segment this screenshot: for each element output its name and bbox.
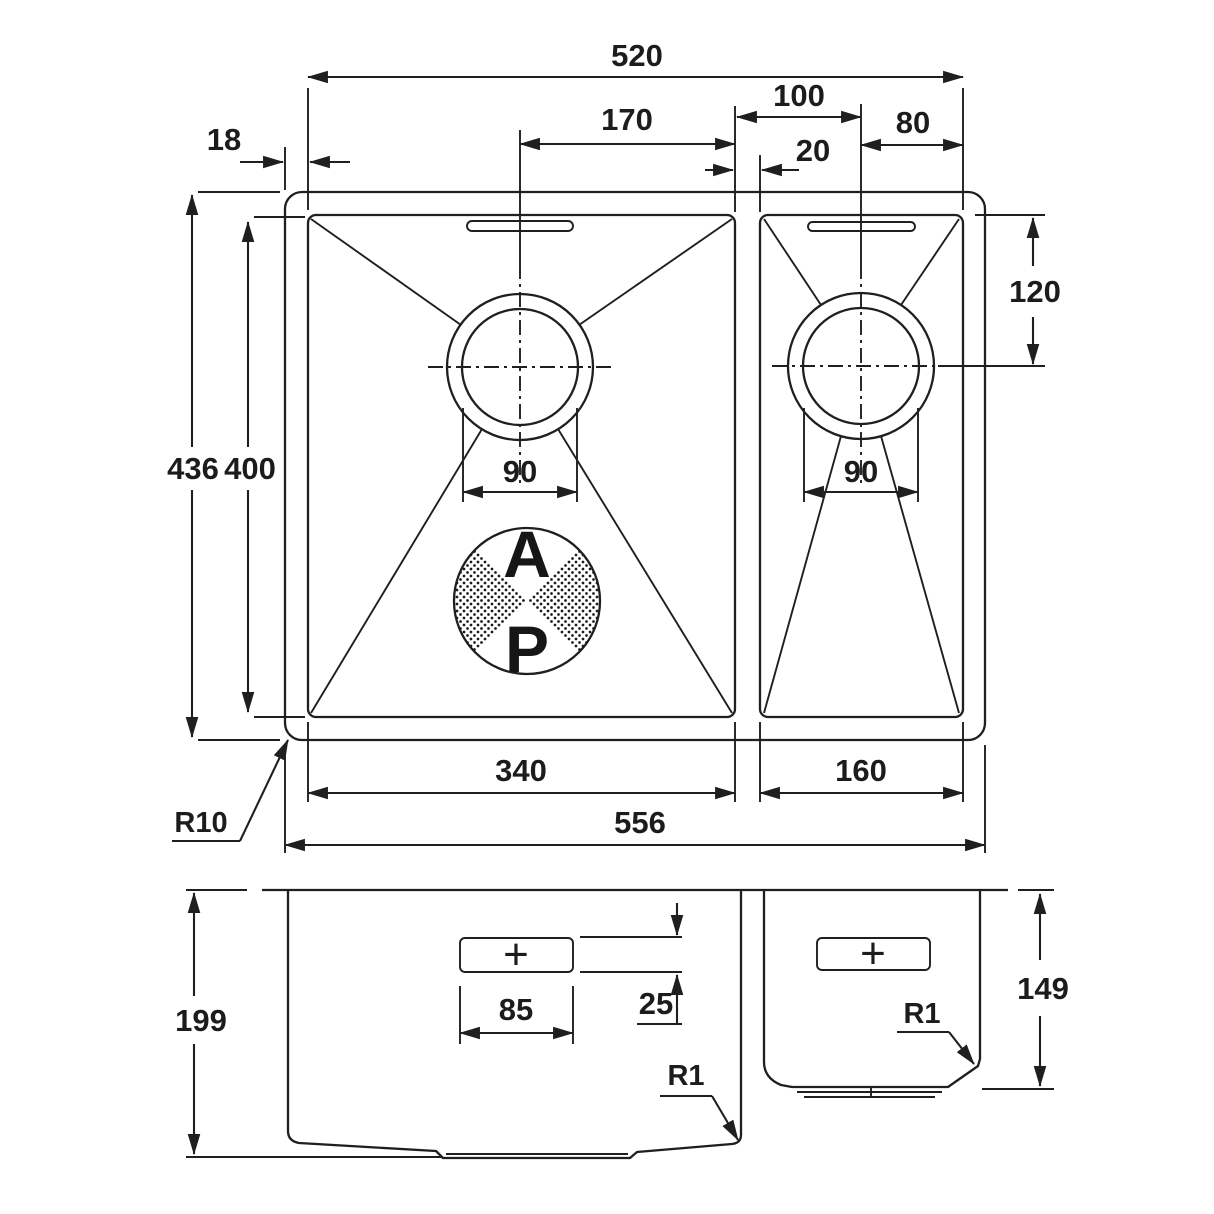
section-view-dimensions: 199 85 25 149 R1 R1 [175,891,1069,1158]
small-bowl-profile-outline [762,890,982,1089]
ap-logo-letter-p: P [505,612,549,686]
dim-80-label: 80 [896,105,930,140]
dim-25-label: 25 [639,986,673,1021]
dim-r1-small-label: R1 [903,998,940,1030]
dim-r10-leader [239,739,289,842]
dim-r1-small-leader [948,1031,975,1065]
top-view: A P 520 170 100 80 20 [167,38,1061,853]
large-bowl-diagonal-tr [578,218,733,326]
small-bowl-diagonal-bl [763,435,842,714]
ap-logo-right-wedge [527,549,600,653]
top-view-dimensions: 520 170 100 80 20 18 120 [167,38,1061,853]
small-bowl-diagonal-br [880,435,960,714]
dim-100-label: 100 [773,78,825,113]
large-overflow-box [459,937,574,973]
dim-r10-label: R10 [174,807,227,839]
dim-170-label: 170 [601,102,653,137]
dim-436-label: 436 [167,451,219,486]
dim-r1-large-label: R1 [667,1060,704,1092]
large-overflow-plus: + [503,930,529,979]
large-overflow-marker: + [459,930,574,979]
large-bowl-profile [286,890,743,1160]
small-overflow-marker: + [816,929,931,978]
dim-149-label: 149 [1017,971,1069,1006]
dim-r1-large-leader [711,1095,739,1141]
small-bowl-profile [762,890,982,1098]
sink-rim-outline [283,190,987,742]
small-bowl [758,104,1045,719]
large-bowl-outline [306,213,737,719]
dim-340-label: 340 [495,753,547,788]
dim-520-label: 520 [611,38,663,73]
large-bowl [306,130,737,719]
dim-90S-label: 90 [844,454,878,489]
small-overflow-box [816,937,931,971]
small-bowl-diagonal-tl [763,218,822,306]
dim-120-label: 120 [1009,274,1061,309]
large-bowl-diagonal-bl [310,428,483,714]
dim-160-label: 160 [835,753,887,788]
section-view: + + 199 85 25 [175,888,1069,1160]
large-bowl-diagonal-tl [310,218,462,326]
dim-400-label: 400 [224,451,276,486]
ap-logo-left-wedge [454,549,527,653]
dim-20-label: 20 [796,133,830,168]
small-bowl-diagonal-tr [900,218,960,306]
dim-199-label: 199 [175,1003,227,1038]
small-overflow-plus: + [860,929,886,978]
dim-556-label: 556 [614,805,666,840]
large-bowl-profile-outline [286,890,743,1160]
ap-logo: A P [452,517,602,686]
dim-90L-label: 90 [503,454,537,489]
large-bowl-diagonal-br [557,428,733,714]
dim-18-label: 18 [207,122,241,157]
ap-logo-letter-a: A [503,517,551,591]
dim-85-label: 85 [499,992,533,1027]
ap-logo-circle [452,526,602,676]
